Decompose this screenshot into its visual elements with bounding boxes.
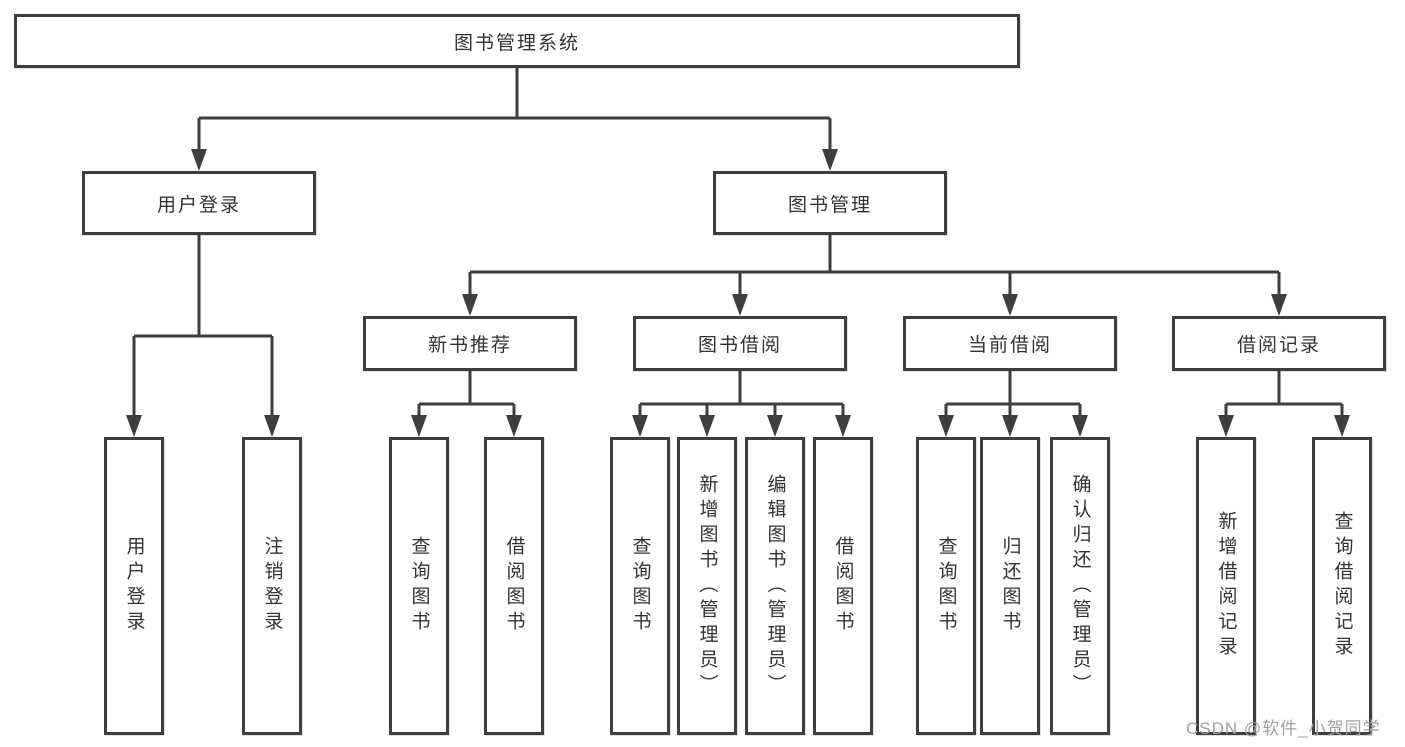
node-user-login: 用户登录 bbox=[82, 171, 316, 235]
node-book-management: 图书管理 bbox=[713, 171, 947, 235]
leaf-query-books-current: 查询图书 bbox=[916, 437, 976, 735]
leaf-borrow-books-recommend: 借阅图书 bbox=[484, 437, 544, 735]
node-new-book-recommendation-label: 新书推荐 bbox=[427, 335, 512, 356]
leaf-add-borrow-record: 新增借阅记录 bbox=[1196, 437, 1256, 735]
leaf-user-login: 用户登录 bbox=[104, 437, 164, 735]
leaf-add-borrow-record-label: 新增借阅记录 bbox=[1215, 511, 1237, 661]
leaf-return-books: 归还图书 bbox=[980, 437, 1040, 735]
leaf-borrow-books-recommend-label: 借阅图书 bbox=[503, 536, 525, 636]
leaf-query-borrow-record-label: 查询借阅记录 bbox=[1331, 511, 1353, 661]
node-current-borrowing: 当前借阅 bbox=[903, 316, 1117, 371]
leaf-query-books-current-label: 查询图书 bbox=[935, 536, 957, 636]
node-root: 图书管理系统 bbox=[14, 14, 1020, 68]
leaf-user-login-label: 用户登录 bbox=[123, 536, 145, 636]
leaf-query-books-borrowing-label: 查询图书 bbox=[629, 536, 651, 636]
leaf-edit-books-admin: 编辑图书（管理员） bbox=[745, 437, 805, 735]
leaf-edit-books-admin-label: 编辑图书（管理员） bbox=[764, 473, 786, 699]
leaf-query-books-borrowing: 查询图书 bbox=[610, 437, 670, 735]
node-book-borrowing: 图书借阅 bbox=[633, 316, 847, 371]
csdn-watermark: CSDN @软件_小贺同学 bbox=[1186, 719, 1381, 738]
leaf-add-books-admin-label: 新增图书（管理员） bbox=[696, 473, 718, 699]
leaf-return-books-label: 归还图书 bbox=[999, 536, 1021, 636]
node-new-book-recommendation: 新书推荐 bbox=[363, 316, 577, 371]
node-root-label: 图书管理系统 bbox=[453, 32, 580, 54]
node-borrowing-records-label: 借阅记录 bbox=[1236, 335, 1321, 356]
node-book-borrowing-label: 图书借阅 bbox=[697, 335, 782, 356]
node-current-borrowing-label: 当前借阅 bbox=[967, 335, 1052, 356]
leaf-query-books-recommend-label: 查询图书 bbox=[408, 536, 430, 636]
leaf-borrow-books: 借阅图书 bbox=[813, 437, 873, 735]
leaf-query-books-recommend: 查询图书 bbox=[389, 437, 449, 735]
leaf-confirm-return-admin: 确认归还（管理员） bbox=[1050, 437, 1110, 735]
leaf-add-books-admin: 新增图书（管理员） bbox=[677, 437, 737, 735]
node-book-management-label: 图书管理 bbox=[787, 194, 872, 216]
leaf-query-borrow-record: 查询借阅记录 bbox=[1312, 437, 1372, 735]
leaf-logout: 注销登录 bbox=[242, 437, 302, 735]
leaf-borrow-books-label: 借阅图书 bbox=[832, 536, 854, 636]
node-user-login-label: 用户登录 bbox=[156, 194, 241, 216]
node-borrowing-records: 借阅记录 bbox=[1172, 316, 1386, 371]
leaf-logout-label: 注销登录 bbox=[261, 536, 283, 636]
leaf-confirm-return-admin-label: 确认归还（管理员） bbox=[1069, 473, 1091, 699]
